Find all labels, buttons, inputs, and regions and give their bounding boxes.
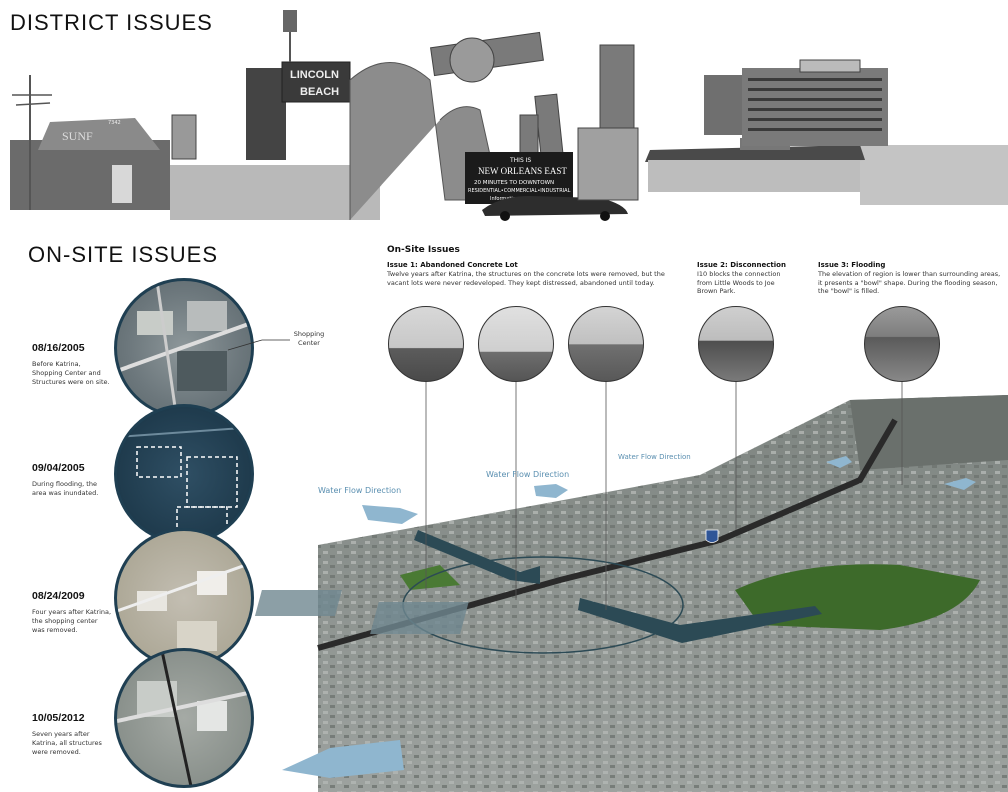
site-photo-lot-2: [478, 306, 554, 382]
district-collage: SUNF 7342 LINCOLN BEACH THIS IS NEW ORLE…: [10, 10, 1008, 221]
onsite-issues-title: ON-SITE ISSUES: [28, 242, 219, 267]
collage-field-right: [860, 145, 1008, 205]
water-flow-arrow-large: [282, 740, 404, 778]
water-flow-arrow-2: [534, 484, 568, 498]
timeline-text-4: Seven years after Katrina, all structure…: [32, 730, 102, 756]
site-photo-lot-1: [388, 306, 464, 382]
water-flow-label-2: Water Flow Direction: [486, 470, 570, 479]
site-photo-highway: [698, 306, 774, 382]
issue-1-title: Issue 1: Abandoned Concrete Lot: [387, 261, 518, 269]
lincoln-beach-sign: LINCOLN BEACH: [246, 10, 351, 160]
site-photo-lot-3: [568, 306, 644, 382]
vintage-car: [482, 196, 628, 221]
aerial-circle-2012: [114, 648, 254, 788]
svg-text:Information: Information: [490, 196, 519, 202]
timeline-date-4: 10/05/2012: [32, 712, 85, 724]
flow-arrow-to-site: [414, 530, 540, 584]
wetland-area: [850, 395, 1008, 470]
concrete-arch: [349, 62, 501, 220]
site-photo-flooding: [864, 306, 940, 382]
water-flow-arrow-4: [944, 478, 976, 490]
aerial-2005-pre-image: [117, 281, 251, 415]
water-flow-arrow-1: [362, 505, 418, 524]
interstate-10-shield-icon: [705, 529, 719, 543]
issue-3-text: The elevation of region is lower than su…: [818, 270, 1001, 295]
aerial-2012-image: [117, 651, 251, 785]
svg-text:BEACH: BEACH: [300, 86, 339, 98]
new-orleans-east-billboard: THIS IS NEW ORLEANS EAST 20 MINUTES TO D…: [465, 152, 573, 204]
issue-3-title: Issue 3: Flooding: [818, 261, 886, 269]
timeline-text-3: Four years after Katrina, the shopping c…: [32, 608, 112, 634]
svg-text:THIS IS: THIS IS: [509, 157, 531, 164]
city-blocks: [318, 395, 1008, 792]
sunf-building: SUNF 7342: [10, 75, 170, 210]
water-flow-arrow-3: [826, 456, 852, 468]
svg-text:RESIDENTIAL•COMMERCIAL•INDUSTR: RESIDENTIAL•COMMERCIAL•INDUSTRIAL: [468, 188, 571, 194]
svg-text:NEW ORLEANS EAST: NEW ORLEANS EAST: [478, 166, 567, 176]
abandoned-hotel-tower: [704, 59, 888, 146]
svg-text:7342: 7342: [108, 120, 121, 126]
svg-text:20 MINUTES TO DOWNTOWN: 20 MINUTES TO DOWNTOWN: [474, 180, 554, 186]
timeline-date-1: 08/16/2005: [32, 342, 85, 354]
timeline-text-1: Before Katrina, Shopping Center and Stru…: [32, 360, 110, 386]
interstate-10: [317, 418, 898, 651]
issue-2-text: I10 blocks the connection from Little Wo…: [697, 270, 781, 295]
issue-1-text: Twelve years after Katrina, the structur…: [387, 270, 665, 287]
route-arrow: [578, 598, 822, 643]
timeline-text-2: During flooding, the area was inundated.: [32, 480, 99, 497]
svg-text:LINCOLN: LINCOLN: [290, 69, 339, 81]
svg-text:SUNF: SUNF: [62, 129, 93, 143]
collage-ground: [170, 165, 380, 220]
district-issues-title: DISTRICT ISSUES: [10, 10, 213, 35]
roadside-sign: [171, 114, 197, 160]
shopping-center-label: Shopping Center: [293, 330, 325, 347]
timeline-date-3: 08/24/2009: [32, 590, 85, 602]
issue-2-title: Issue 2: Disconnection: [697, 261, 786, 269]
abandoned-low-building: [645, 138, 865, 192]
aerial-circle-2009: [114, 528, 254, 668]
concrete-lot-1: [254, 590, 342, 616]
concrete-lot-2: [370, 602, 469, 634]
water-flow-label-3: Water Flow Direction: [618, 453, 691, 461]
onsite-issues-heading: On-Site Issues: [387, 245, 460, 255]
aerial-2009-image: [117, 561, 251, 651]
water-flow-label-1: Water Flow Direction: [318, 486, 402, 495]
timeline-date-2: 09/04/2005: [32, 462, 85, 474]
map-panel: [577, 127, 639, 201]
